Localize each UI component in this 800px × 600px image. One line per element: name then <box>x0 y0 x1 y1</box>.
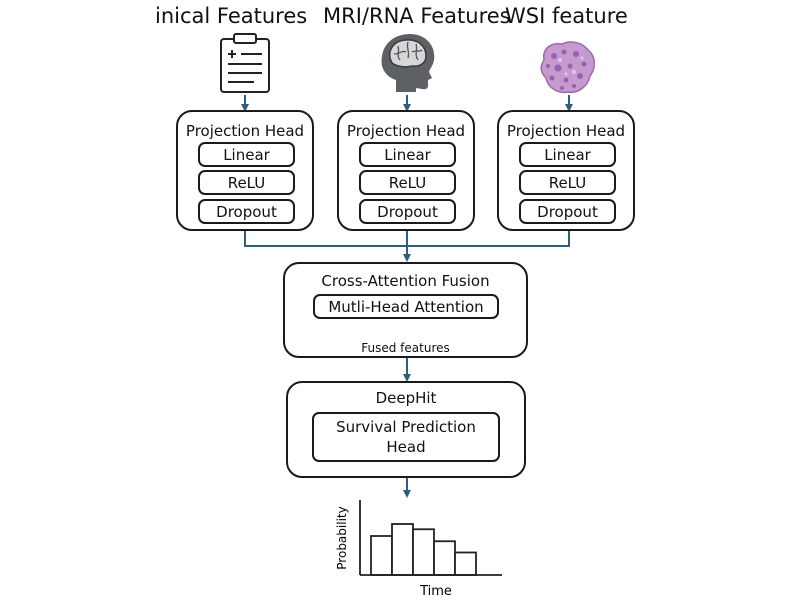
probability-bar <box>433 540 456 576</box>
relu-layer: ReLU <box>198 170 295 195</box>
linear-layer: Linear <box>359 142 456 167</box>
probability-bar <box>370 535 393 576</box>
head-brain-icon <box>381 34 435 92</box>
clipboard-icon <box>220 33 270 93</box>
y-axis-label: Probability <box>335 506 349 569</box>
dropout-layer: Dropout <box>359 199 456 224</box>
dropout-layer: Dropout <box>519 199 616 224</box>
dropout-layer: Dropout <box>198 199 295 224</box>
survival-head-line2: Head <box>386 438 426 456</box>
mri-rna-features-label: MRI/RNA Features <box>323 4 511 28</box>
probability-bar <box>412 528 435 576</box>
projection-head-wsi: Projection Head Linear ReLU Dropout <box>497 110 635 231</box>
probability-bar <box>391 523 414 576</box>
survival-prediction-head: Survival Prediction Head <box>312 412 500 462</box>
projection-head-title: Projection Head <box>185 122 305 140</box>
cross-attention-fusion-block: Cross-Attention Fusion Mutli-Head Attent… <box>283 262 528 358</box>
projection-head-mri-rna: Projection Head Linear ReLU Dropout <box>337 110 475 231</box>
clinical-features-label: inical Features <box>155 4 308 28</box>
wsi-features-label: WSI feature <box>505 4 628 28</box>
fused-features-label: Fused features <box>361 341 450 355</box>
projection-head-title: Projection Head <box>346 122 466 140</box>
projection-head-clinical: Projection Head Linear ReLU Dropout <box>176 110 314 231</box>
linear-layer: Linear <box>519 142 616 167</box>
deephit-block: DeepHit Survival Prediction Head <box>286 381 526 478</box>
relu-layer: ReLU <box>519 170 616 195</box>
tissue-slide-icon <box>540 41 595 94</box>
deephit-title: DeepHit <box>375 389 437 407</box>
multi-head-attention-layer: Mutli-Head Attention <box>313 294 499 319</box>
x-axis-label: Time <box>419 584 452 599</box>
survival-probability-chart: Probability Time <box>335 500 502 599</box>
relu-layer: ReLU <box>359 170 456 195</box>
fusion-title: Cross-Attention Fusion <box>321 272 490 290</box>
survival-head-line1: Survival Prediction <box>336 417 476 436</box>
projection-head-title: Projection Head <box>506 122 626 140</box>
linear-layer: Linear <box>198 142 295 167</box>
probability-bar <box>454 551 477 576</box>
